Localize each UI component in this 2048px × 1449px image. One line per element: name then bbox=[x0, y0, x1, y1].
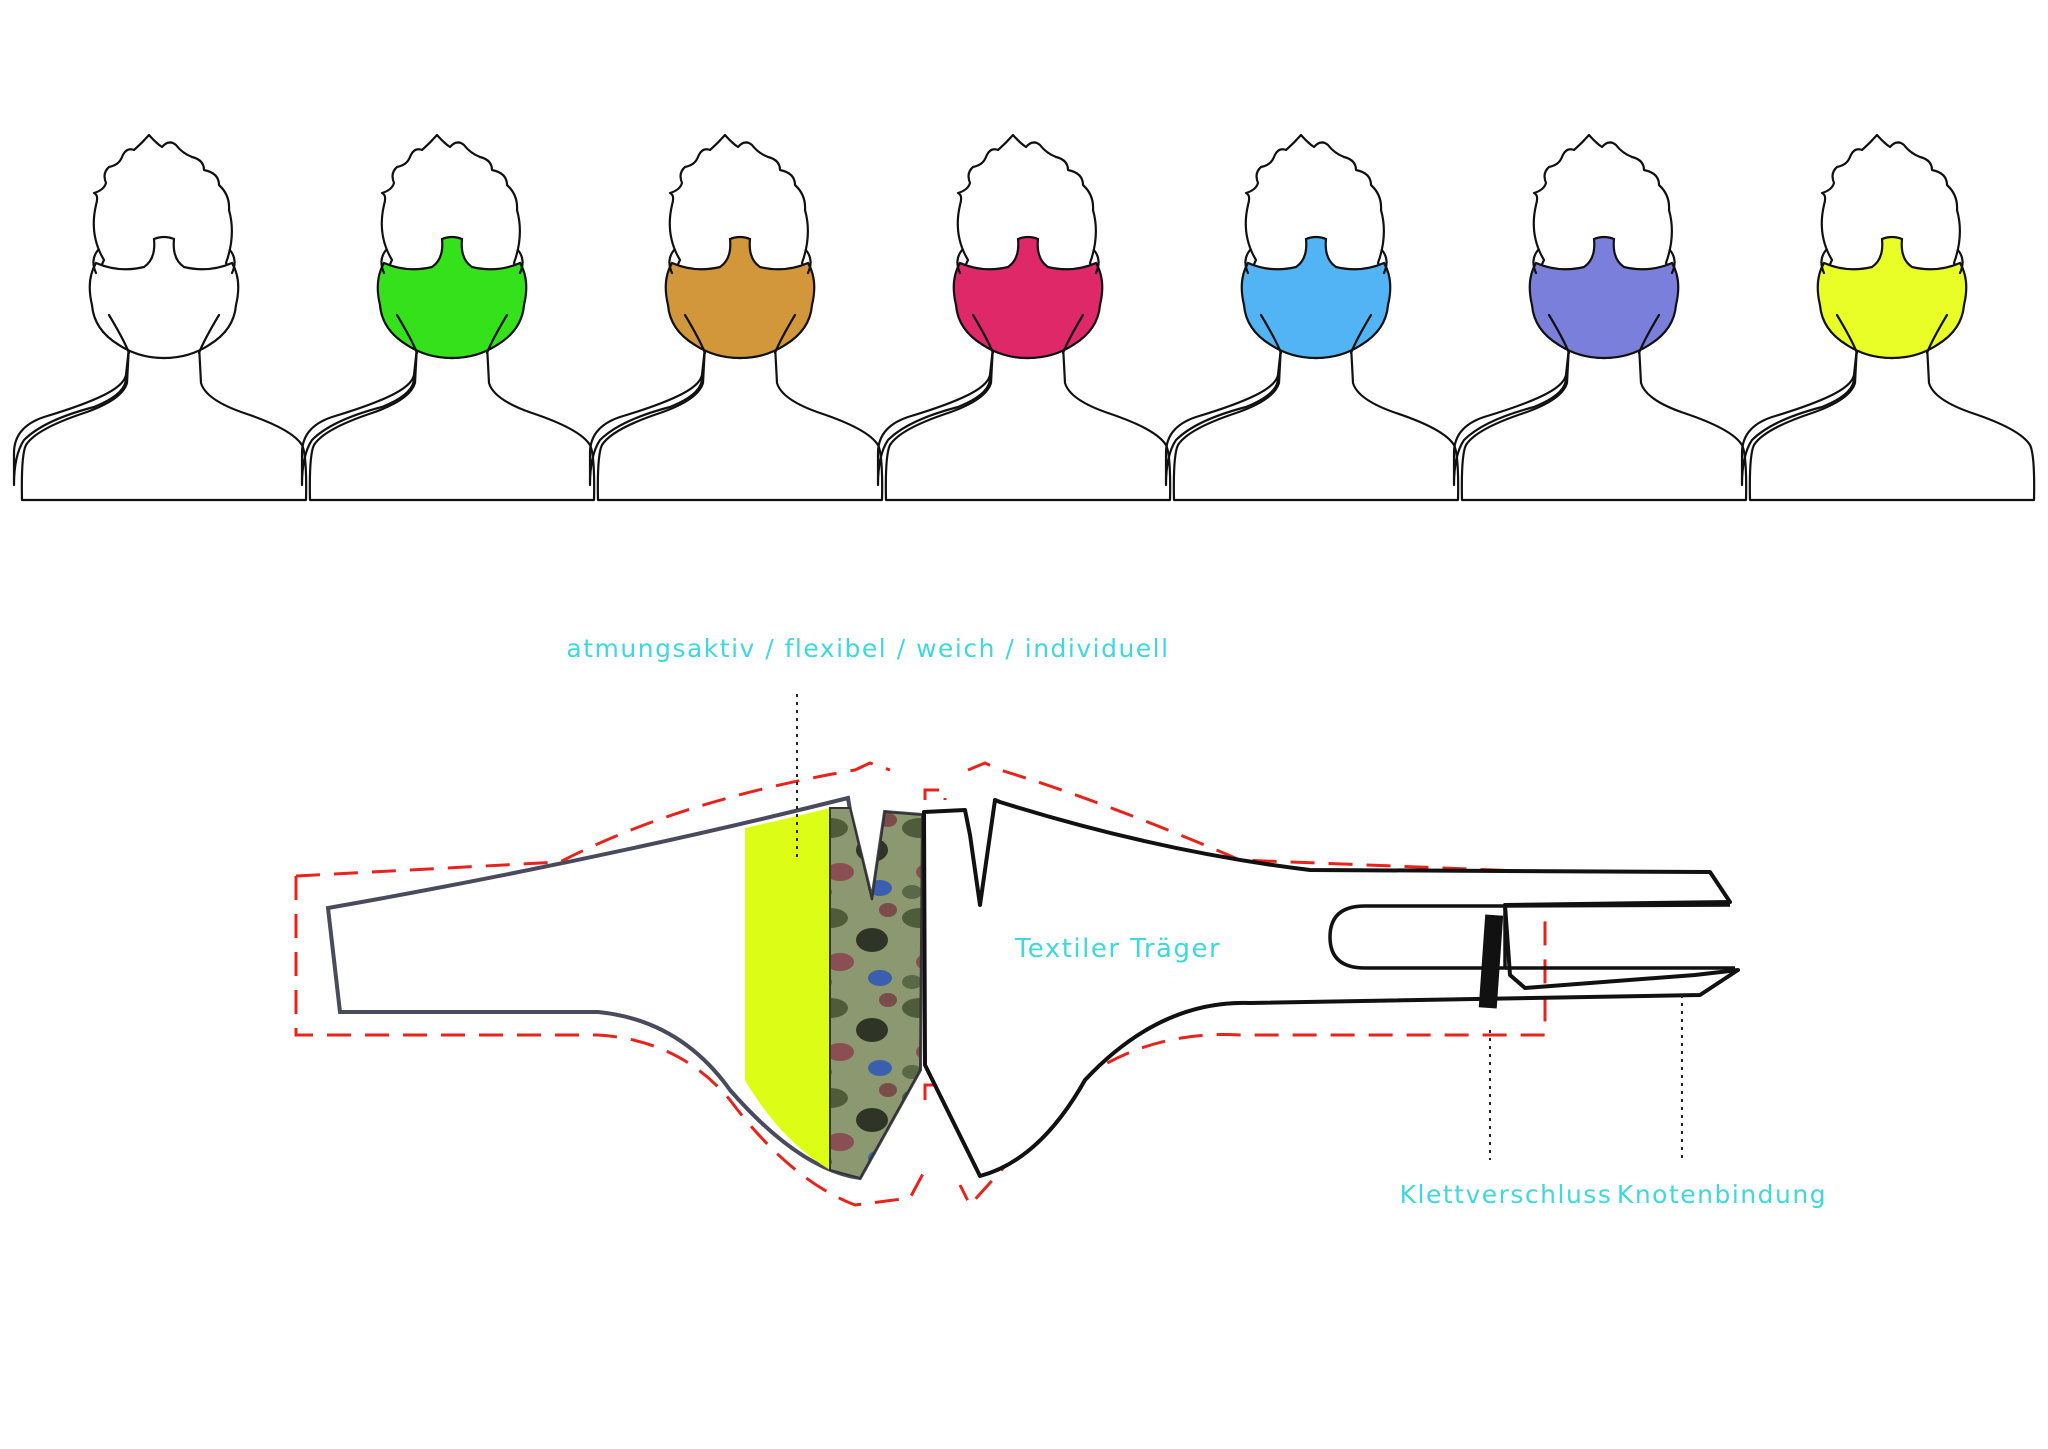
mask-pattern-drawing bbox=[294, 694, 1740, 1208]
textile-carrier-panel bbox=[922, 798, 1740, 1178]
white-mask bbox=[88, 235, 240, 360]
properties-label: atmungsaktiv / flexibel / weich / indivi… bbox=[566, 634, 1169, 663]
neon-fabric-lining bbox=[745, 808, 830, 1170]
figure-yellow-mask bbox=[1740, 133, 2036, 502]
velcro-label: Klettverschluss bbox=[1400, 1180, 1613, 1209]
mask-variants-row bbox=[12, 133, 2036, 502]
knot-binding-label: Knotenbindung bbox=[1617, 1180, 1827, 1209]
camouflage-fabric bbox=[829, 807, 924, 1180]
figure-violet-mask bbox=[1452, 133, 1748, 502]
figure-ochre-mask bbox=[588, 133, 884, 502]
figure-blue-mask bbox=[1164, 133, 1460, 502]
figure-white-mask bbox=[12, 133, 308, 502]
blue-mask bbox=[1240, 235, 1392, 360]
strap-slot bbox=[1328, 904, 1507, 970]
violet-mask bbox=[1528, 235, 1680, 360]
green-mask bbox=[376, 235, 528, 360]
figure-green-mask bbox=[300, 133, 596, 502]
figure-pink-mask bbox=[876, 133, 1172, 502]
yellow-mask bbox=[1816, 235, 1968, 360]
pink-mask bbox=[952, 235, 1104, 360]
textile-carrier-label: Textiler Träger bbox=[1014, 934, 1221, 964]
velcro-strip bbox=[1478, 914, 1504, 1009]
ochre-mask bbox=[664, 235, 816, 360]
